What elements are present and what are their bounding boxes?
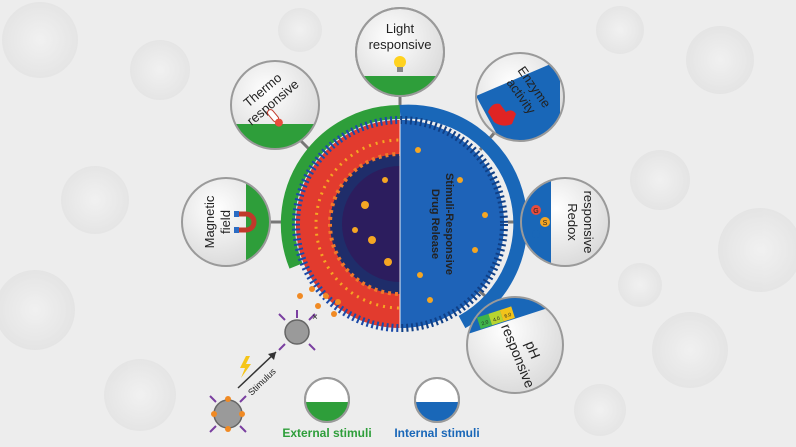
redox-symbol-s: S [543,220,548,227]
legend-internal-label: Internal stimuli [394,426,479,440]
release-cross: × [312,312,318,323]
released-drug-particles [297,286,341,317]
stimulus-arrowhead [268,352,276,360]
magnet-icon [234,211,257,233]
nanocarrier-sphere: Stimuli-Responsive Drug Release [292,116,508,332]
thermo-responsive-bubble: Thermo responsive [230,60,320,150]
magnetic-field-bubble: Magnetic field [181,177,271,267]
center-label-line2: Drug Release [429,189,441,259]
ph-scale-value-3: 6.0 [504,312,513,320]
lightning-icon [240,356,251,378]
redox-symbol-g: G [533,208,538,215]
legend: External stimuli Internal stimuli [282,377,480,440]
legend-internal: Internal stimuli [394,377,480,440]
released-carrier [278,310,316,351]
redox-responsive-bubble: Redox responsive G S [520,177,610,267]
light-bulb-icon [394,56,406,72]
redox-label-line2: responsive [581,191,596,254]
light-responsive-bubble: Light responsive [355,7,445,97]
ph-label-line1: pH [522,338,544,361]
redox-label-line1: Redox [565,203,580,241]
enzyme-icon [488,103,516,126]
legend-external: External stimuli [282,377,372,440]
center-label-line1: Stimuli-Responsive [443,173,455,275]
thermometer-icon [267,109,283,127]
internal-stimuli-arc [399,104,528,329]
light-label-line1: Light [386,21,415,36]
stimulus-label: Stimulus [246,366,278,398]
background-cells [0,2,796,436]
ph-scale-strip: 2.0 4.0 6.0 [476,306,515,329]
stimulus-arrow [237,351,277,389]
magnetic-label-line2: field [218,210,233,234]
external-stimuli-arc [280,104,401,269]
intact-carrier [209,395,247,433]
legend-external-label: External stimuli [282,426,371,440]
magnetic-label-line1: Magnetic [202,195,217,248]
ph-scale-value-2: 4.0 [492,316,501,324]
redox-molecule-icon: G S [531,205,550,238]
light-label-line2: responsive [369,37,432,52]
enzyme-activity-bubble: Enzyme activity [475,52,565,142]
ph-scale-value-1: 2.0 [481,319,490,327]
